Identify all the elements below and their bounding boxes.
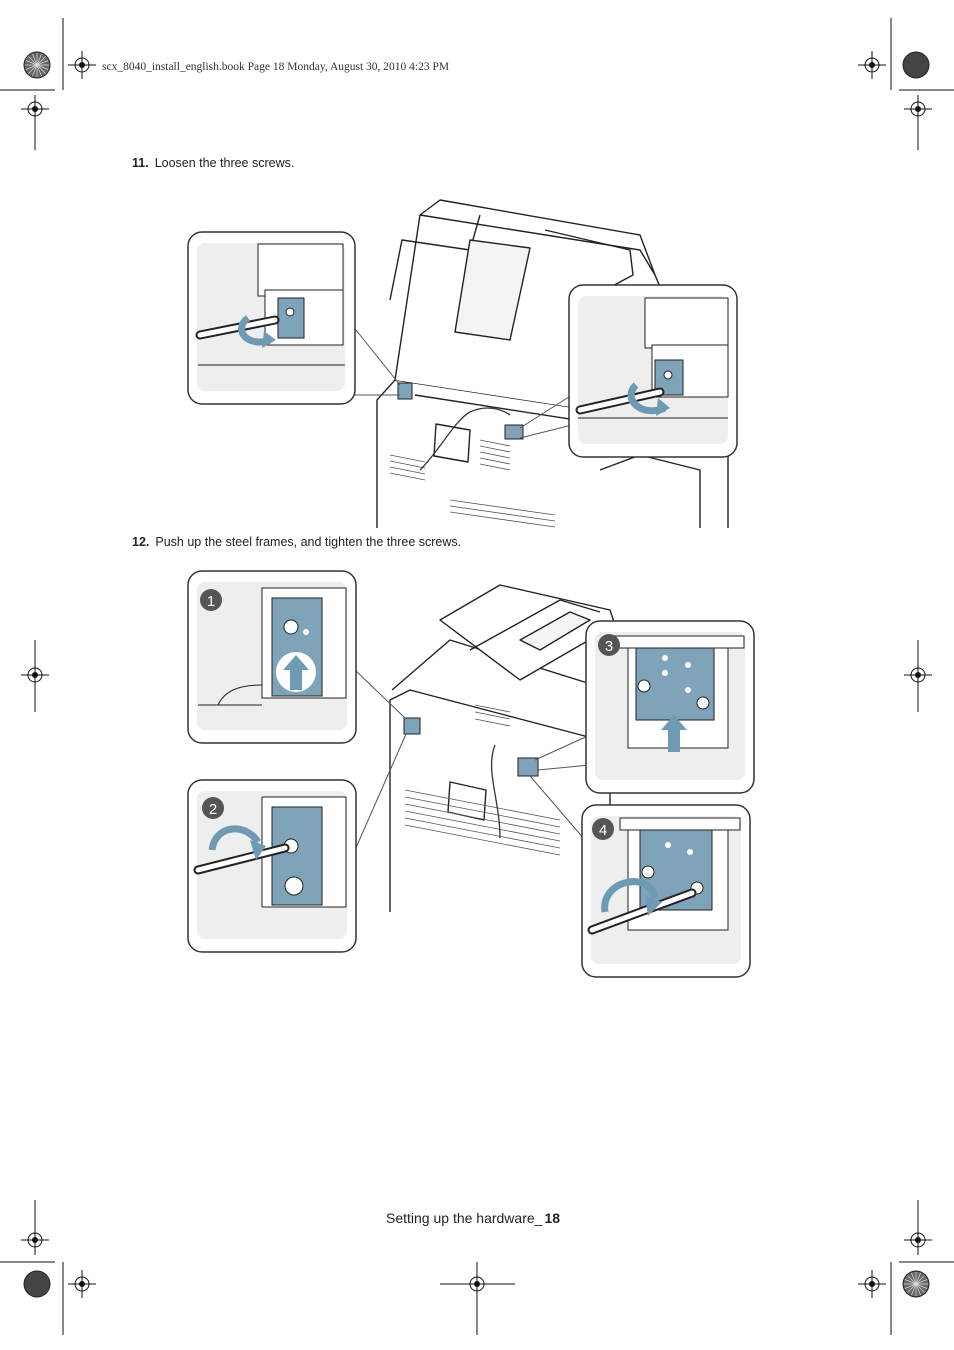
- svg-text:4: 4: [599, 822, 607, 839]
- callout-badge-2: 2: [202, 797, 224, 819]
- inset-left-loosen: [187, 231, 356, 405]
- step-11: 11. Loosen the three screws.: [132, 156, 294, 170]
- step-number: 12.: [132, 535, 150, 549]
- page-footer: Setting up the hardware_18: [386, 1210, 560, 1226]
- step-12: 12. Push up the steel frames, and tighten…: [132, 535, 461, 549]
- step-text: Push up the steel frames, and tighten th…: [155, 535, 462, 549]
- inset-1-push-frame: [187, 570, 357, 744]
- step-text: Loosen the three screws.: [154, 156, 295, 170]
- callout-badge-4: 4: [592, 818, 614, 840]
- callout-badge-1: 1: [200, 589, 222, 611]
- inset-2-tighten: [187, 779, 357, 953]
- svg-text:1: 1: [207, 593, 215, 610]
- section-title: Setting up the hardware_: [386, 1210, 543, 1226]
- callout-badge-3: 3: [598, 634, 620, 656]
- svg-text:2: 2: [209, 801, 217, 818]
- inset-right-loosen: [568, 284, 738, 458]
- step-number: 11.: [132, 156, 149, 170]
- page-number: 18: [544, 1210, 561, 1226]
- svg-text:3: 3: [605, 638, 613, 655]
- book-slug-header: scx_8040_install_english.book Page 18 Mo…: [102, 61, 450, 73]
- inset-4-tighten: [581, 804, 751, 978]
